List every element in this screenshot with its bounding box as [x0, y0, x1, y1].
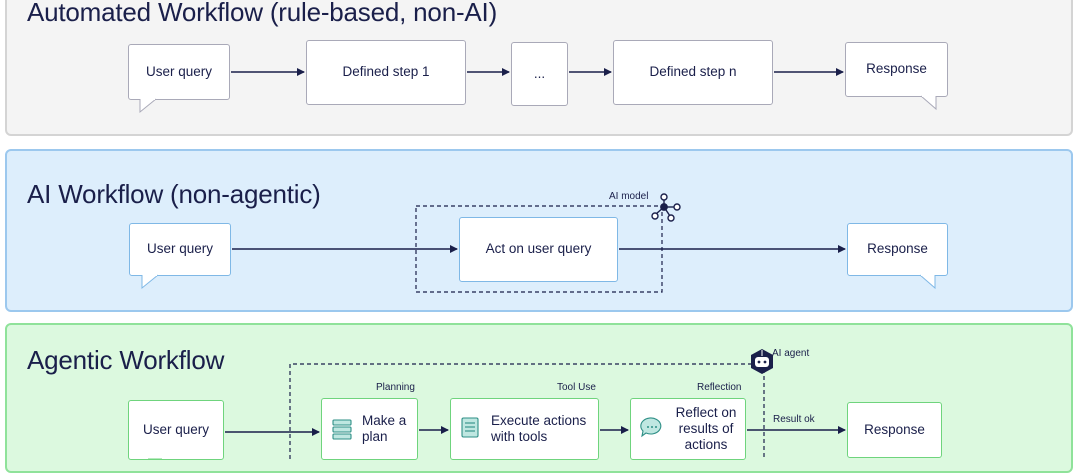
reflect-box: Reflect on results of actions [630, 398, 746, 460]
reflection-label: Reflection [697, 382, 742, 393]
defined-step-n-box: Defined step n [613, 40, 773, 105]
defined-step-1-box: Defined step 1 [306, 40, 466, 105]
execute-actions-box: Execute actions with tools [450, 398, 599, 460]
ai-response-label: Response [867, 241, 928, 257]
automated-workflow-title: Automated Workflow (rule-based, non-AI) [27, 0, 498, 27]
ai-workflow-title: AI Workflow (non-agentic) [27, 179, 321, 209]
agentic-user-query-label: User query [142, 421, 210, 437]
tool-use-label: Tool Use [557, 382, 596, 393]
planning-label: Planning [376, 382, 415, 393]
make-a-plan-label: Make a plan [362, 412, 407, 444]
automated-response-box: Response [845, 42, 948, 97]
ai-model-label: AI model [609, 191, 649, 202]
make-a-plan-box: Make a plan [321, 398, 418, 460]
agentic-response-label: Response [864, 421, 925, 437]
ai-user-query-label: User query [146, 241, 214, 257]
act-on-user-query-label: Act on user query [485, 241, 592, 257]
agentic-user-query-box: User query [128, 400, 224, 460]
execute-actions-label: Execute actions with tools [491, 412, 587, 444]
ellipsis-box: ... [511, 42, 568, 106]
ai-user-query-box: User query [129, 223, 231, 276]
result-ok-label: Result ok [773, 414, 815, 425]
automated-user-query-label: User query [145, 63, 213, 79]
ellipsis-label: ... [533, 65, 546, 81]
ai-agent-label: AI agent [772, 348, 810, 359]
reflect-label: Reflect on results of actions [675, 404, 737, 453]
automated-response-label: Response [866, 61, 927, 77]
agentic-workflow-title: Agentic Workflow [27, 345, 225, 375]
defined-step-1-label: Defined step 1 [342, 64, 430, 80]
ai-response-box: Response [847, 223, 948, 276]
defined-step-n-label: Defined step n [649, 64, 737, 80]
automated-user-query-box: User query [128, 44, 230, 100]
agentic-response-box: Response [847, 402, 942, 458]
act-on-user-query-box: Act on user query [459, 217, 618, 282]
